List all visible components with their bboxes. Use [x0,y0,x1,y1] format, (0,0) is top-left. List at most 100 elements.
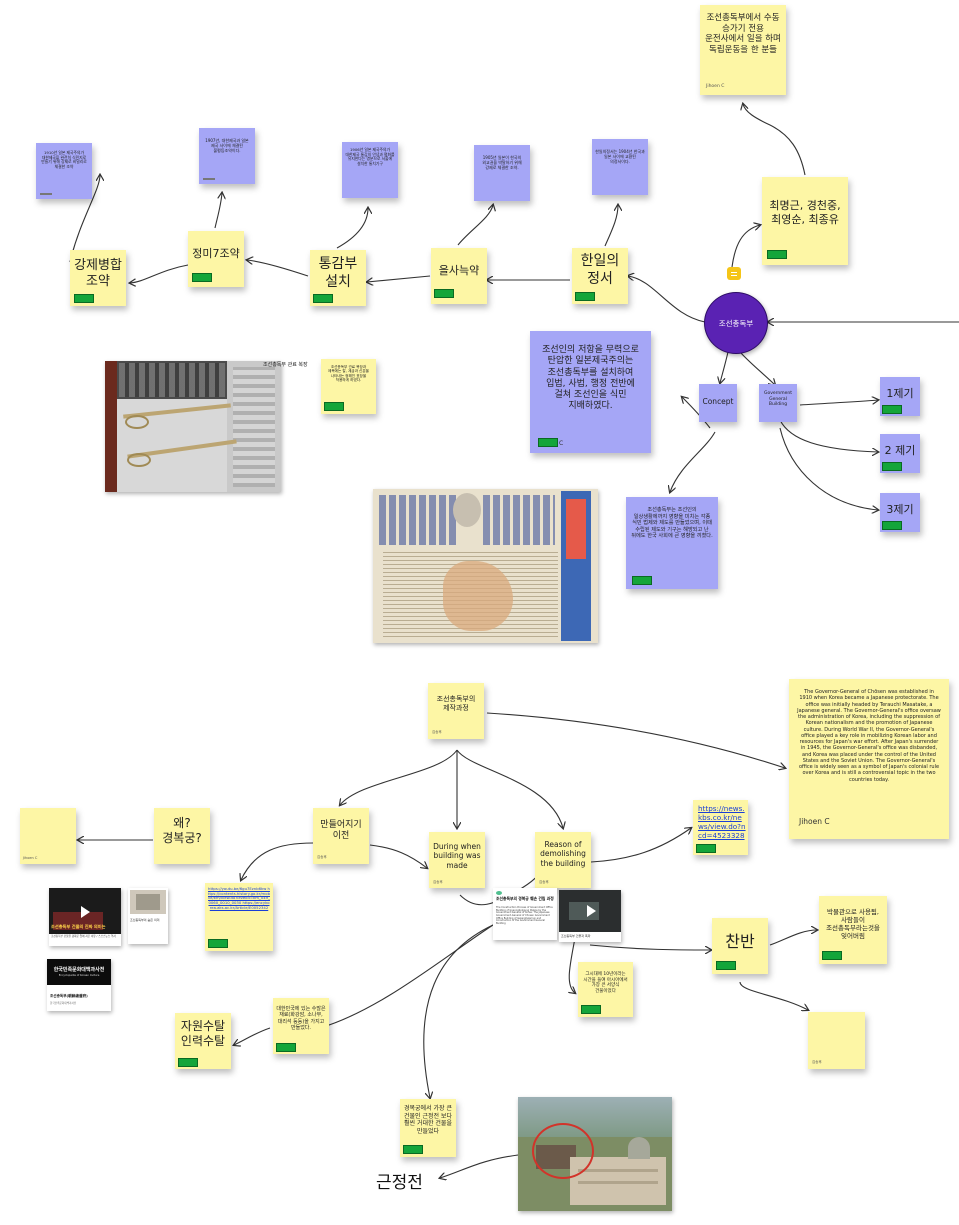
note-text: 왜? 경복궁? [162,816,202,845]
center-node-label: 조선총독부 [718,319,754,328]
note-links[interactable]: https://youtu.be/6gu7Eznb6kw https://con… [205,883,273,951]
note-hanil[interactable]: 한일의 정서 [572,248,628,304]
note-1905[interactable]: 1905년 일본이 한국의 외교권을 박탈하기 위해 강제로 체결한 조약. [474,145,530,201]
note-je1[interactable]: 1제기 [880,377,920,416]
article-body: The Construction Process of Government O… [496,906,553,925]
note-author: 김송후 [539,880,549,884]
author-tag [882,405,902,414]
note-text: 1제기 [886,387,914,400]
note-why[interactable]: 왜? 경복궁? [154,808,210,864]
note-author: 김송후 [812,1060,822,1064]
note-museum[interactable]: 박물관으로 사용됨, 사람들이 조선총독부라는것을 잊어버림 [819,896,887,964]
note-text: 강제병합 조약 [74,258,122,290]
note-text: 박물관으로 사용됨, 사람들이 조선총독부라는것을 잊어버림 [826,908,880,941]
note-text: Government General Building [763,391,793,408]
author-tag [581,1005,601,1014]
author-tag [882,462,902,471]
note-text: 조선총독부는 조선인의 일상생활에까지 영향을 미치는 각종 식민 법제와 제도… [631,507,713,539]
note-je2[interactable]: 2 제기 [880,434,920,473]
author-tag [767,250,787,259]
note-kbs-link[interactable]: https://news.kbs.co.kr/news/view.do?ncd=… [693,800,748,855]
note-text: 1910년 일본 제국주의가 대한제국을 완전히 식민지로 만들기 위해 강제로… [41,150,87,170]
note-before[interactable]: 만들어지기 이전 김송후 [313,808,369,864]
reference-links[interactable]: https://youtu.be/6gu7Eznb6kw https://con… [208,886,270,910]
note-gov-building[interactable]: Government General Building [759,384,797,422]
author-tag [882,521,902,530]
note-blank-2[interactable]: 김송후 [808,1012,865,1069]
photo-caption: 조선총독부 관료 복장 [263,362,308,368]
aerial-photo[interactable] [518,1097,672,1211]
note-1906[interactable]: 1906년 일본 제국주의가 대한제국 통감의 안녕과 평화를 유지한다는 명분… [342,142,398,198]
note-hanil-sub[interactable]: 한일의정서는 1904년 한국과 일본 사이에 교환된 의정서이다. [592,139,648,195]
author-tag [822,951,842,960]
note-resistance[interactable]: 조선인의 저항을 무력으로 탄압한 일본제국주의는 조선총독부를 설치하여 입법… [530,331,651,453]
video-thumbnail-1[interactable]: 조선총독부 건물의 진짜 의미는 조선총독부 건물을 광화문 앞에 지은 이유 … [49,888,121,946]
thumb-caption: 조선총독부의 숨은 의미 [130,918,160,922]
author-tag [632,576,652,585]
note-gyeongbok[interactable]: 경복궁에서 가장 큰 건물인 근정전 보다 훨씬 거대한 건물을 만들었다 [400,1099,456,1157]
author-tag [696,844,716,853]
note-jawon[interactable]: 자원수탈 인력수탈 [175,1013,231,1069]
note-text: Concept [702,397,734,406]
note-1910[interactable]: 1910년 일본 제국주의가 대한제국을 완전히 식민지로 만들기 위해 강제로… [36,143,92,199]
author-tag [434,289,454,298]
note-author: 김송후 [433,880,443,884]
note-text: 2 제기 [884,444,916,457]
note-chanban[interactable]: 찬반 [712,918,768,974]
note-text: 을사늑약 [438,264,480,277]
author-tag [575,292,595,301]
note-reason[interactable]: Reason of demolishing the building 김송후 [535,832,591,888]
note-je3[interactable]: 3제기 [880,493,920,532]
geunjeong-label: 근정전 [376,1173,423,1193]
note-text: 1907년, 대한제국과 일본 제국 사이에 체결된 불평등조약이다. [205,138,249,153]
note-eulsa[interactable]: 을사늑약 [431,248,487,304]
article-thumbnail[interactable]: 조선총독부의 숨은 의미 [128,888,168,944]
center-node[interactable]: 조선총독부 [704,292,768,354]
note-english[interactable]: The Governor-General of Chōsen was estab… [789,679,949,839]
kbs-link[interactable]: https://news.kbs.co.kr/news/view.do?ncd=… [698,804,746,840]
note-author: Jihoen C [706,84,725,89]
note-concept[interactable]: Concept [699,384,737,422]
note-text: 한일의정서는 1904년 한국과 일본 사이에 교환된 의정서이다. [595,149,645,164]
note-text: The Governor-General of Chōsen was estab… [797,689,941,783]
article-title: 조선총독부의 경복궁 훼손 건립 과정 [496,896,554,901]
encyclopedia-title: 한국민족문화대백과사전 [53,967,105,973]
note-text: 3제기 [886,503,914,516]
note-text: 찬반 [725,932,755,951]
note-text: 대한민국에 있는 수많은 재료(화강암, 소나무, 대리석 등등)을 가지고 만… [276,1006,326,1031]
note-text: 1906년 일본 제국주의가 대한제국 통감의 안녕과 평화를 유지한다는 명분… [345,147,395,167]
comment-badge[interactable] [727,267,741,280]
note-independence[interactable]: 조선총독부에서 수동 승가기 전용 운전사에서 일을 하며 독립운동을 한 분들… [700,5,786,95]
note-blank-1[interactable]: Jihoen C [20,808,76,864]
encyclopedia-card[interactable]: 한국민족문화대백과사전 Encyclopedia of Korean Cultu… [47,959,111,1011]
video-thumbnail-2[interactable]: 조선총독부 건물과 폭파 [559,890,621,942]
note-gangje[interactable]: 강제병합 조약 [70,250,126,306]
note-names[interactable]: 최명근, 경천중, 최영순, 최종유 [762,177,848,265]
historic-map-image[interactable] [373,489,598,643]
author-tag [313,294,333,303]
author-tag [538,438,558,447]
note-jeongmi[interactable]: 정미7조약 [188,231,244,287]
author-tag [178,1058,198,1067]
note-1907[interactable]: 1907년, 대한제국과 일본 제국 사이에 체결된 불평등조약이다. [199,128,255,184]
note-materials[interactable]: 대한민국에 있는 수많은 재료(화강암, 소나무, 대리석 등등)을 가지고 만… [273,998,329,1054]
uniform-photo[interactable] [105,361,281,492]
note-cost[interactable]: 그시대에 10년이라는 시간을 들여 아시아에서 가장 큰 서양식 건물이었다 [578,962,633,1017]
note-daily[interactable]: 조선총독부는 조선인의 일상생활에까지 영향을 미치는 각종 식민 법제와 제도… [626,497,718,589]
encyclopedia-item: 조선총독부(朝鮮總督府) [50,994,88,998]
author-tag [192,273,212,282]
note-text: 조선총독부 관료 복장과 제복에는 칼, 계급과 신분을 나타내는 정해진 표장… [328,365,369,383]
note-text: 자원수탈 인력수탈 [180,1019,226,1048]
note-author: 김송후 [317,855,327,859]
author-tag [208,939,228,948]
note-uniform[interactable]: 조선총독부 관료 복장과 제복에는 칼, 계급과 신분을 나타내는 정해진 표장… [321,359,376,414]
note-tonggambu[interactable]: 통감부 설치 [310,250,366,306]
article-preview[interactable]: 조선총독부의 경복궁 훼손 건립 과정 The Construction Pro… [493,888,557,940]
note-during[interactable]: During when building was made 김송후 [429,832,485,888]
note-author: 김송후 [432,730,442,734]
note-making[interactable]: 조선총독부의 제작과정 김송후 [428,683,484,739]
author-tag [324,402,344,411]
note-text: 통감부 설치 [318,256,358,290]
note-text: 한일의 정서 [580,253,620,287]
